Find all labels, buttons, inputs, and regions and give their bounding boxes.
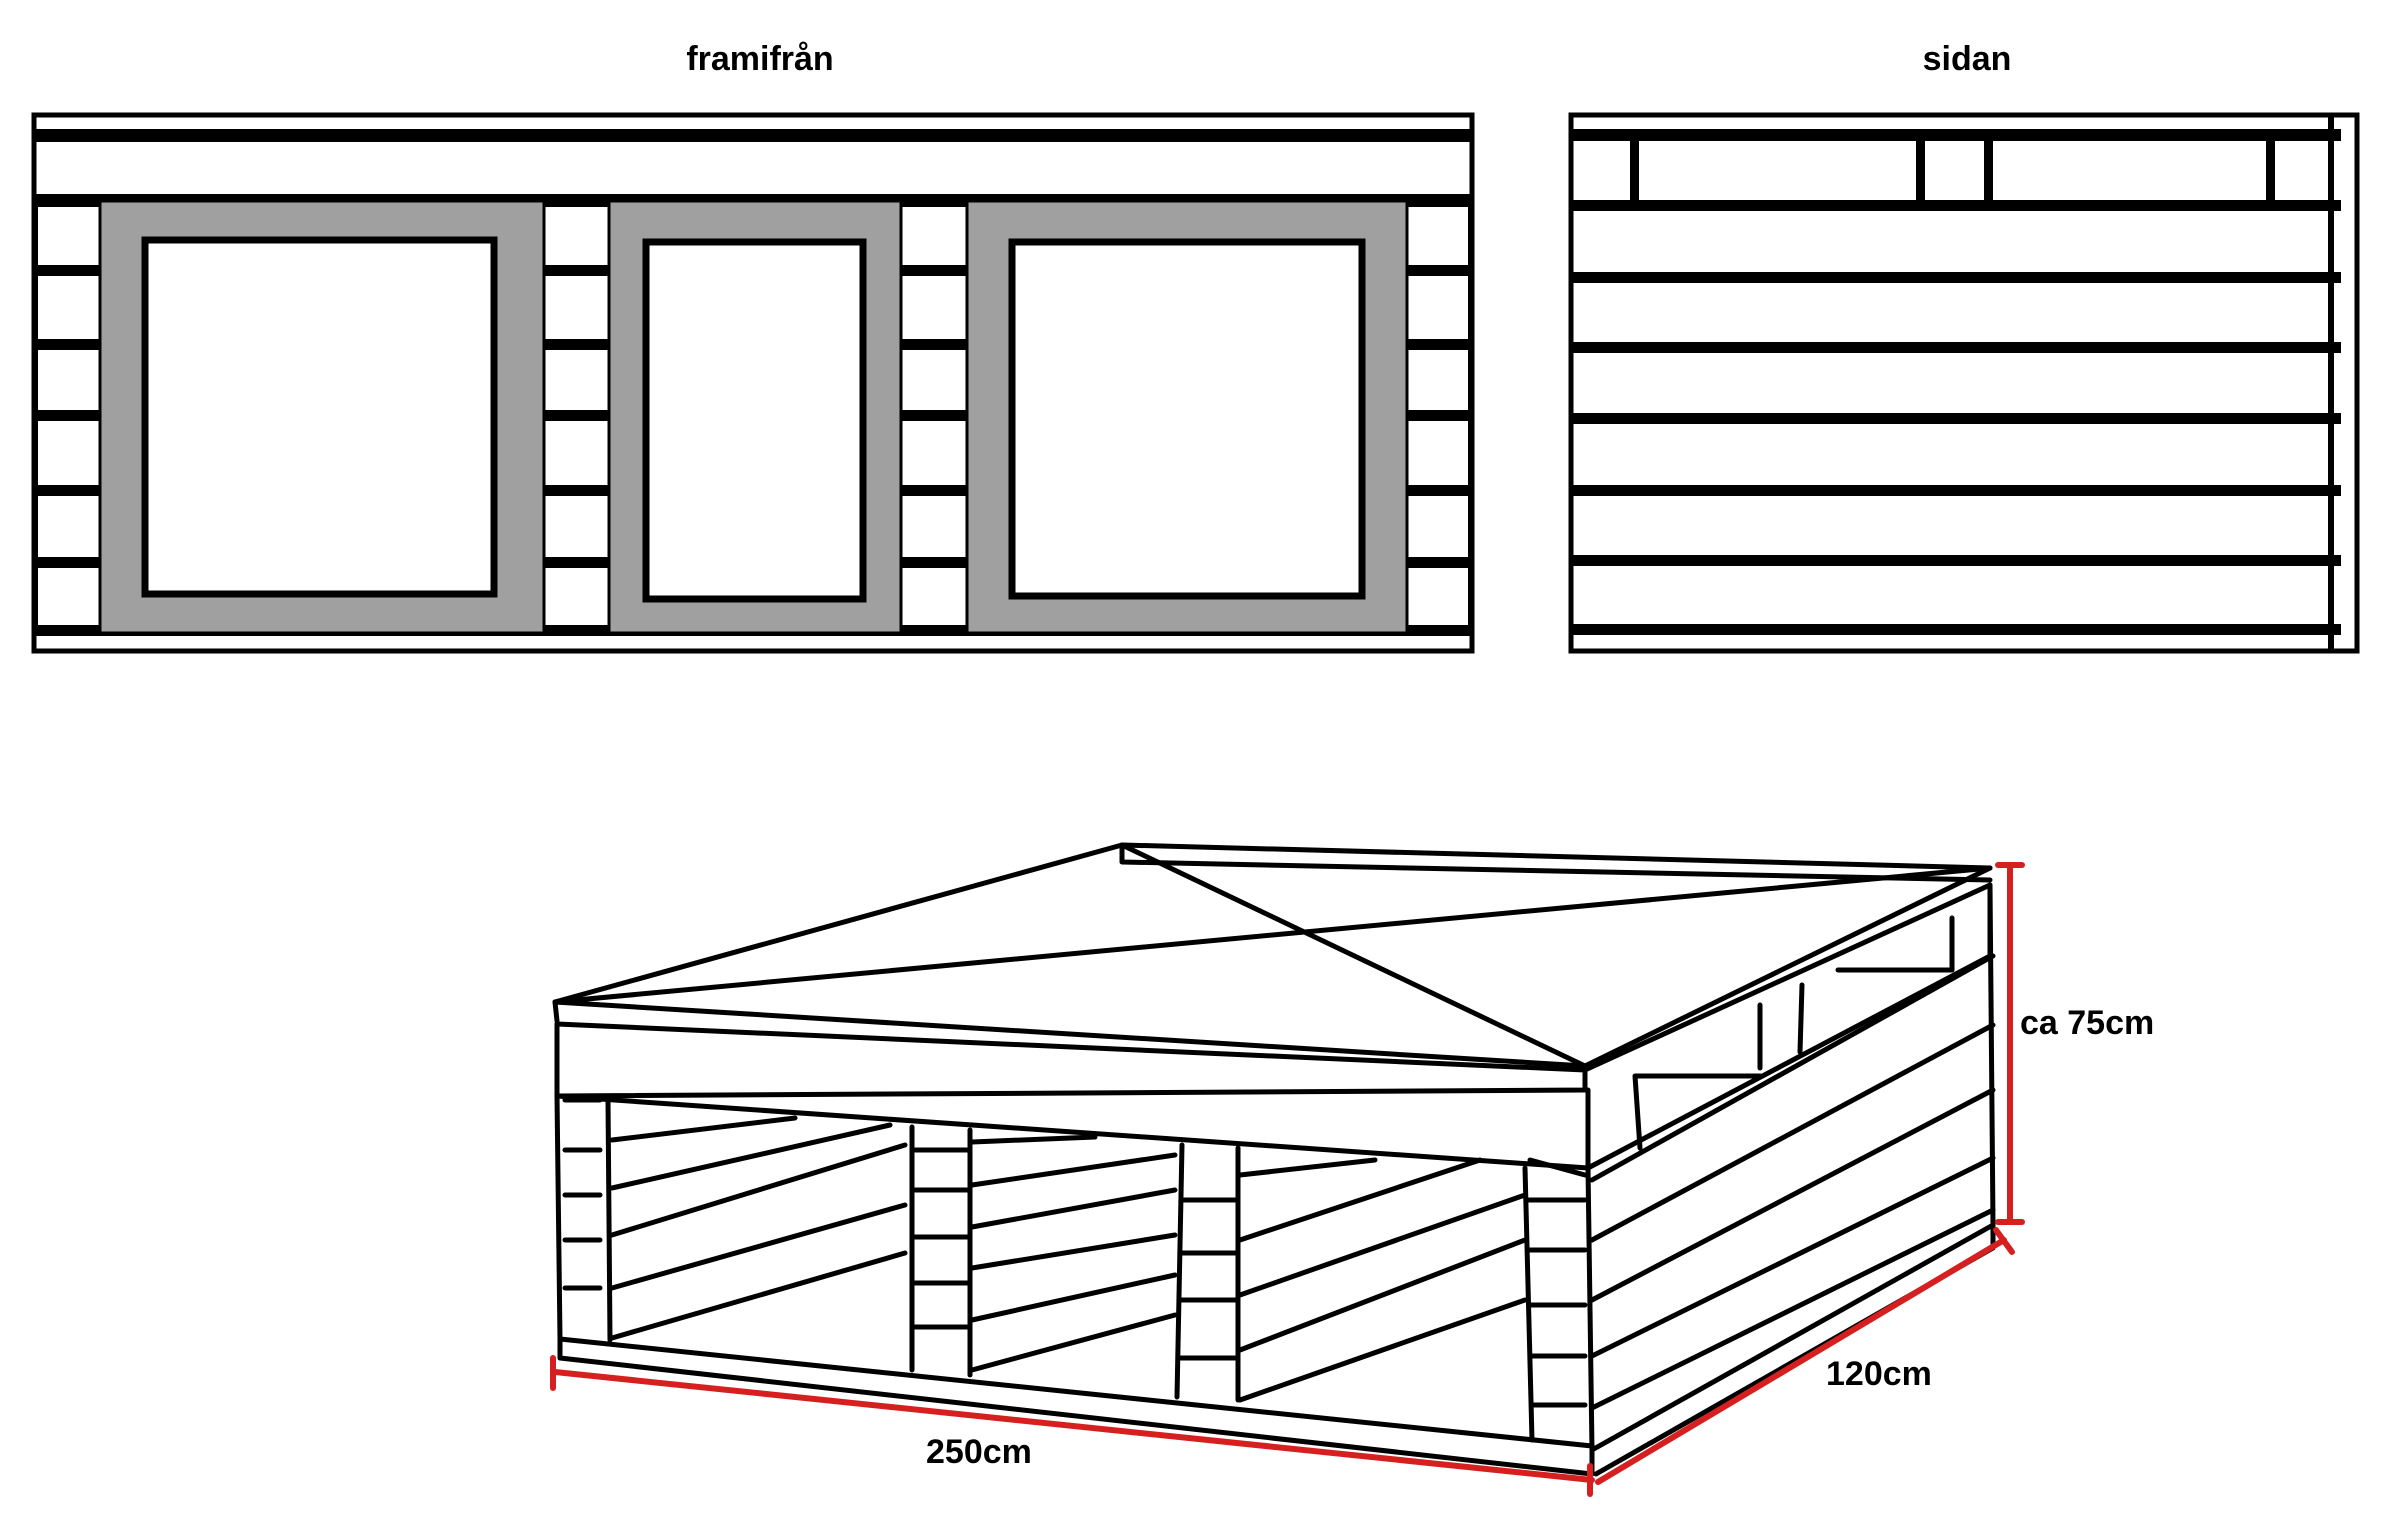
front-view-title: framifrån bbox=[686, 40, 834, 78]
side-frame-outline bbox=[1568, 112, 2360, 654]
front-opening-left bbox=[141, 236, 498, 598]
side-view-title: sidan bbox=[1922, 40, 2012, 78]
depth-dimension-line bbox=[1595, 1237, 2007, 1485]
depth-dimension-label: 120cm bbox=[1826, 1355, 1932, 1393]
front-top-beam bbox=[554, 1021, 1588, 1099]
front-bottom-beam bbox=[557, 1336, 1595, 1477]
side-bottom-beam bbox=[1589, 1222, 1996, 1477]
height-dimension-label: ca 75cm bbox=[2020, 1004, 2155, 1042]
front-top-slat bbox=[34, 129, 1472, 142]
length-dimension-label: 250cm bbox=[926, 1433, 1032, 1471]
front-opening-right bbox=[1008, 238, 1366, 600]
side-bottom-slat bbox=[1571, 624, 2341, 635]
side-top-slat bbox=[1571, 129, 2341, 141]
length-dimension-line bbox=[552, 1369, 1595, 1483]
front-opening-middle bbox=[642, 238, 867, 603]
